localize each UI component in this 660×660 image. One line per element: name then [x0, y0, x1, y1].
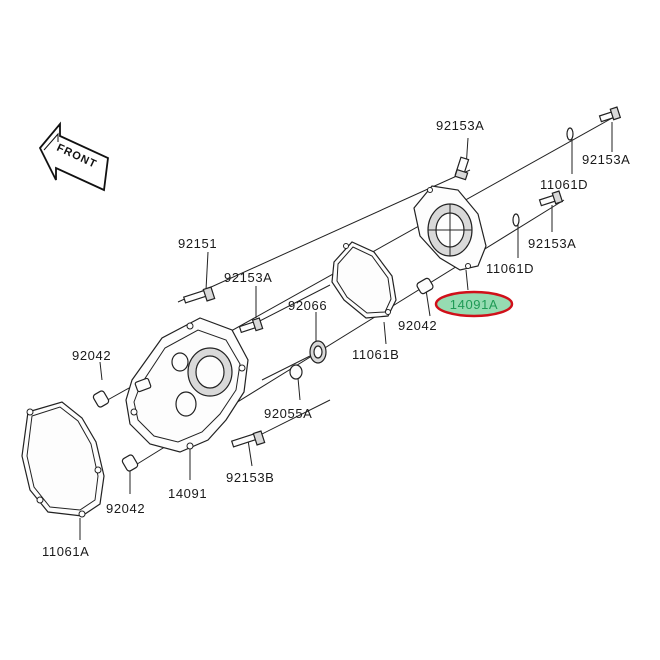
dowel-pin-92042-left [92, 390, 110, 408]
part-label-92055a[interactable]: 92055A [264, 406, 312, 421]
bolt-92153a-left [238, 317, 264, 334]
part-label-92153b[interactable]: 92153B [226, 470, 274, 485]
part-label-11061d-top[interactable]: 11061D [540, 177, 588, 192]
washer-11061d-mid [512, 213, 520, 227]
gear-92066 [309, 340, 327, 364]
part-label-11061a[interactable]: 11061A [42, 544, 89, 559]
o-ring-92055a [289, 364, 303, 380]
part-label-92042-left[interactable]: 92042 [72, 348, 111, 363]
part-label-92042-bottom[interactable]: 92042 [106, 501, 145, 516]
bolt-92153a-top [454, 156, 470, 181]
part-label-92151[interactable]: 92151 [178, 236, 217, 251]
highlight-14091a[interactable]: 14091A [434, 290, 514, 318]
part-label-92153a-top[interactable]: 92153A [436, 118, 484, 133]
gasket-11061a [21, 401, 105, 518]
part-label-92153a-left[interactable]: 92153A [224, 270, 272, 285]
bolt-92151 [182, 286, 216, 304]
washer-11061d-top [566, 127, 574, 141]
part-label-11061b[interactable]: 11061B [352, 347, 399, 362]
gasket-11061b [331, 241, 397, 319]
bolt-92153a-right [598, 106, 622, 123]
part-label-14091[interactable]: 14091 [168, 486, 207, 501]
dowel-pin-92042-bottom [121, 454, 139, 472]
generator-cover-14091 [125, 317, 249, 453]
bolt-92153a-mid [538, 190, 564, 207]
part-label-92153a-mid[interactable]: 92153A [528, 236, 576, 251]
dowel-pin-92042-right [416, 277, 434, 295]
part-label-11061d-mid[interactable]: 11061D [486, 261, 534, 276]
cover-14091a [413, 185, 487, 271]
part-label-92153a-right[interactable]: 92153A [582, 152, 630, 167]
bolt-92153b [230, 430, 266, 448]
part-label-92066[interactable]: 92066 [288, 298, 327, 313]
front-arrow-icon: FRONT [38, 121, 109, 192]
leader-lines [79, 122, 613, 540]
part-label-92042-right[interactable]: 92042 [398, 318, 437, 333]
part-label-14091a[interactable]: 14091A [450, 297, 498, 312]
